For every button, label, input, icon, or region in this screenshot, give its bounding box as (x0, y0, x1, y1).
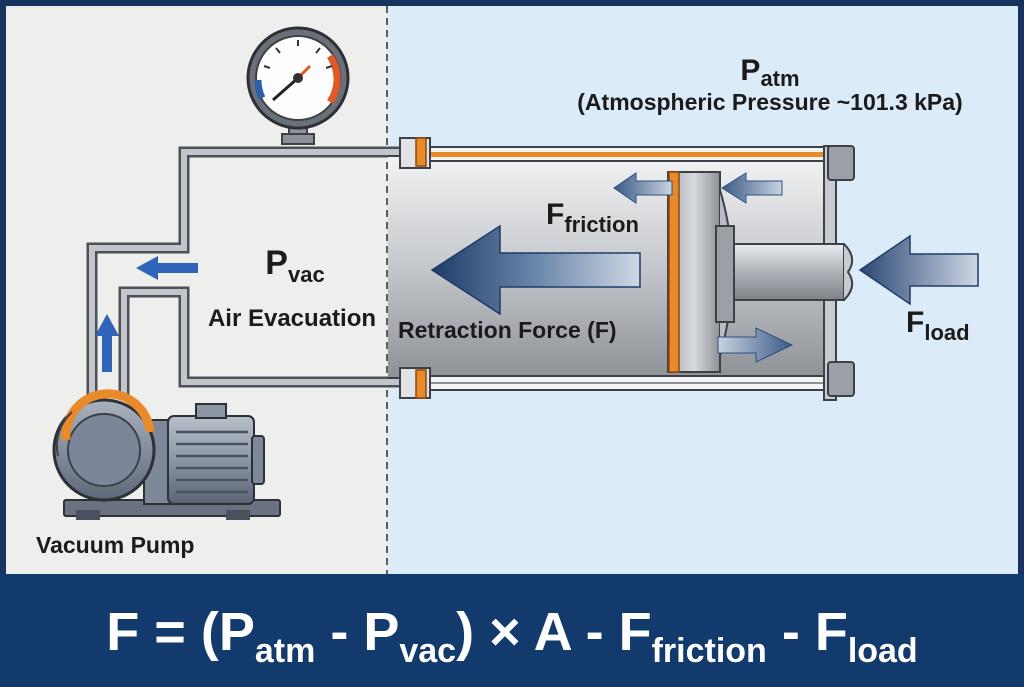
equation-bar (0, 574, 1024, 687)
piston (667, 171, 735, 373)
atmospheric-pressure-note: (Atmospheric Pressure ~101.3 kPa) (577, 89, 962, 115)
load-force-arrow (858, 234, 979, 306)
f-friction-label: Ffriction (546, 198, 639, 237)
retraction-force-arrow (430, 224, 641, 316)
retraction-force-label: Retraction Force (F) (398, 317, 617, 343)
piston-rod (733, 243, 854, 301)
vacuum-pipe-loop (86, 146, 400, 400)
friction-arrow-left (613, 172, 673, 204)
air-flow-arrow-up (95, 314, 119, 372)
vacuum-pump-icon (52, 389, 281, 520)
friction-arrow-right-side (721, 172, 783, 204)
pressure-gauge-icon (246, 26, 350, 145)
p-atm-label: Patm (740, 54, 799, 91)
vacuum-pump-label: Vacuum Pump (36, 532, 194, 558)
retraction-force-equation: F = (Patm - Pvac) × A - Ffriction - Floa… (106, 602, 917, 670)
rod-direction-arrow (717, 327, 794, 363)
air-flow-arrow-left (136, 256, 198, 280)
f-load-label: Fload (906, 306, 970, 345)
p-vac-label: Pvac (265, 244, 324, 287)
air-evacuation-label: Air Evacuation (208, 305, 376, 332)
